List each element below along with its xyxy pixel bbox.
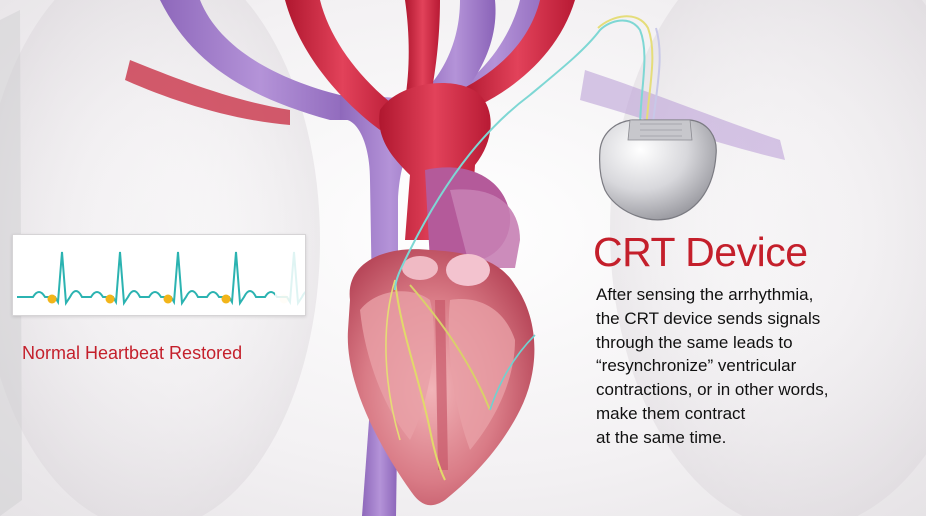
description-line: contractions, or in other words, [596,378,916,402]
pulse-marker [48,295,57,304]
device-description: After sensing the arrhythmia, the CRT de… [596,283,916,450]
pulse-marker [222,295,231,304]
ecg-caption: Normal Heartbeat Restored [22,343,322,364]
ecg-fade [275,235,305,315]
pulse-marker [106,295,115,304]
description-line: make them contract [596,402,916,426]
description-line: the CRT device sends signals [596,307,916,331]
ecg-strip-panel [12,234,306,316]
description-line: “resynchronize” ventricular [596,354,916,378]
description-line: at the same time. [596,426,916,450]
device-title: CRT Device [593,229,808,276]
description-line: After sensing the arrhythmia, [596,283,916,307]
ecg-trace [17,252,305,303]
pulse-marker [164,295,173,304]
ecg-waveform [13,235,305,315]
description-line: through the same leads to [596,331,916,355]
